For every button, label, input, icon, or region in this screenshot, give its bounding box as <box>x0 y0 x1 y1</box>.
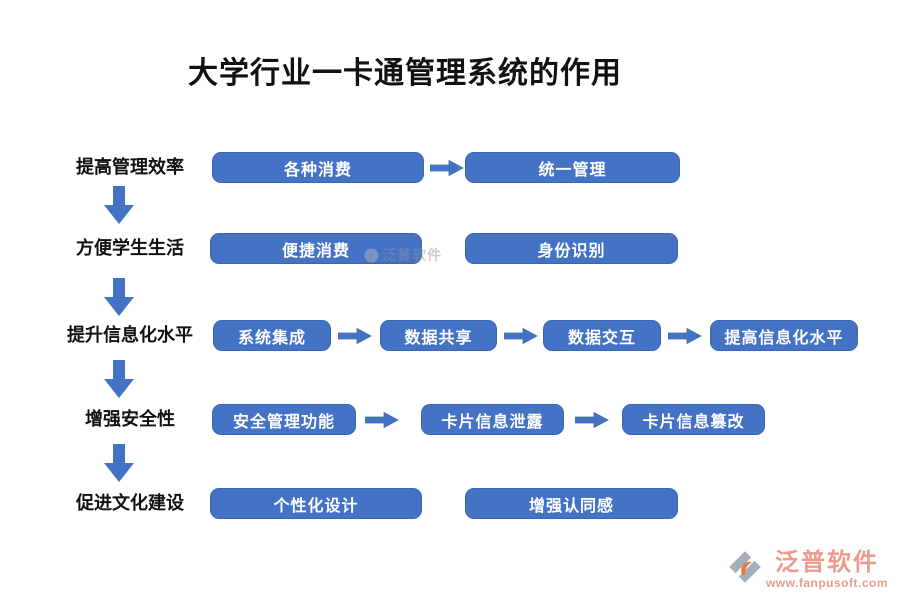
node-box: 提高信息化水平 <box>710 320 858 351</box>
node-box: 数据交互 <box>543 320 661 351</box>
node-box: 系统集成 <box>213 320 331 351</box>
node-box: 安全管理功能 <box>212 404 356 435</box>
row-label-4: 增强安全性 <box>85 409 175 429</box>
down-arrow-icon <box>104 278 134 316</box>
right-arrow-icon <box>575 412 609 428</box>
node-box: 各种消费 <box>212 152 424 183</box>
node-box: 增强认同感 <box>465 488 678 519</box>
brand-text-block: 泛普软件 www.fanpusoft.com <box>765 549 888 591</box>
page-title: 大学行业一卡通管理系统的作用 <box>188 57 622 90</box>
brand-name: 泛普软件 <box>774 549 879 576</box>
node-box: 个性化设计 <box>210 488 422 519</box>
down-arrow-icon <box>104 444 134 482</box>
down-arrow-icon <box>104 360 134 398</box>
row-label-1: 提高管理效率 <box>76 157 184 177</box>
node-box: 统一管理 <box>465 152 680 183</box>
right-arrow-icon <box>338 328 372 344</box>
node-box: 卡片信息泄露 <box>421 404 564 435</box>
right-arrow-icon <box>430 160 464 176</box>
down-arrow-icon <box>104 186 134 224</box>
fanpu-logo-icon <box>729 551 761 583</box>
node-box: 卡片信息篡改 <box>622 404 765 435</box>
node-box: 身份识别 <box>465 233 678 264</box>
node-box: 数据共享 <box>380 320 497 351</box>
brand-url: www.fanpusoft.com <box>765 576 888 590</box>
right-arrow-icon <box>504 328 538 344</box>
node-box: 便捷消费 <box>210 233 422 264</box>
row-label-2: 方便学生生活 <box>76 238 184 258</box>
right-arrow-icon <box>668 328 702 344</box>
row-label-5: 促进文化建设 <box>76 493 184 513</box>
right-arrow-icon <box>365 412 399 428</box>
row-label-3: 提升信息化水平 <box>67 325 193 345</box>
brand-logo: 泛普软件 www.fanpusoft.com <box>728 550 888 590</box>
